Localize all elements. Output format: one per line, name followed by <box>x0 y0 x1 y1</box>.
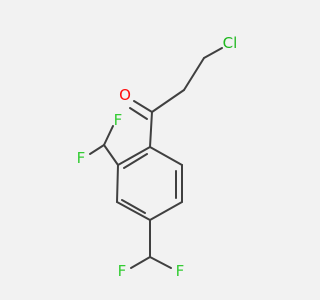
bond-chf2-bottom-f3 <box>130 256 151 269</box>
bond-ring-chf2-top <box>103 144 119 166</box>
atom-fluorine-label-1: F <box>114 111 123 129</box>
ring-bond-6 <box>117 146 151 166</box>
bond-chf2-top-f2 <box>89 144 105 155</box>
atom-fluorine-label-3: F <box>118 262 127 280</box>
ring-bond-3 <box>149 201 183 221</box>
bond-chf2-bottom-f4 <box>149 256 172 269</box>
atom-label-group: Cl O F F F F <box>77 34 238 280</box>
bond-group <box>89 47 223 269</box>
bond-ch2-ch2 <box>183 57 205 91</box>
bond-carbonyl-ring <box>149 111 153 148</box>
ring-bond-5 <box>116 164 119 203</box>
bond-chf2-top-f1 <box>103 125 114 146</box>
atom-oxygen-label: O <box>119 86 131 104</box>
bond-carbonyl-o-1 <box>133 100 153 113</box>
atom-chlorine-label: Cl <box>223 34 238 52</box>
bond-cl-c <box>203 47 223 59</box>
bond-ch2-carbonyl <box>151 89 185 113</box>
ring-bond-1 <box>149 146 183 166</box>
atom-fluorine-label-2: F <box>77 149 86 167</box>
atom-fluorine-label-4: F <box>176 262 185 280</box>
ring-inner-bond-3 <box>123 153 148 169</box>
bond-carbonyl-o-2 <box>129 107 148 120</box>
molecule-structure-diagram: Cl O F F F F <box>76 34 238 280</box>
ring-bond-4 <box>116 201 151 221</box>
ring-inner-bond-2 <box>121 199 146 214</box>
